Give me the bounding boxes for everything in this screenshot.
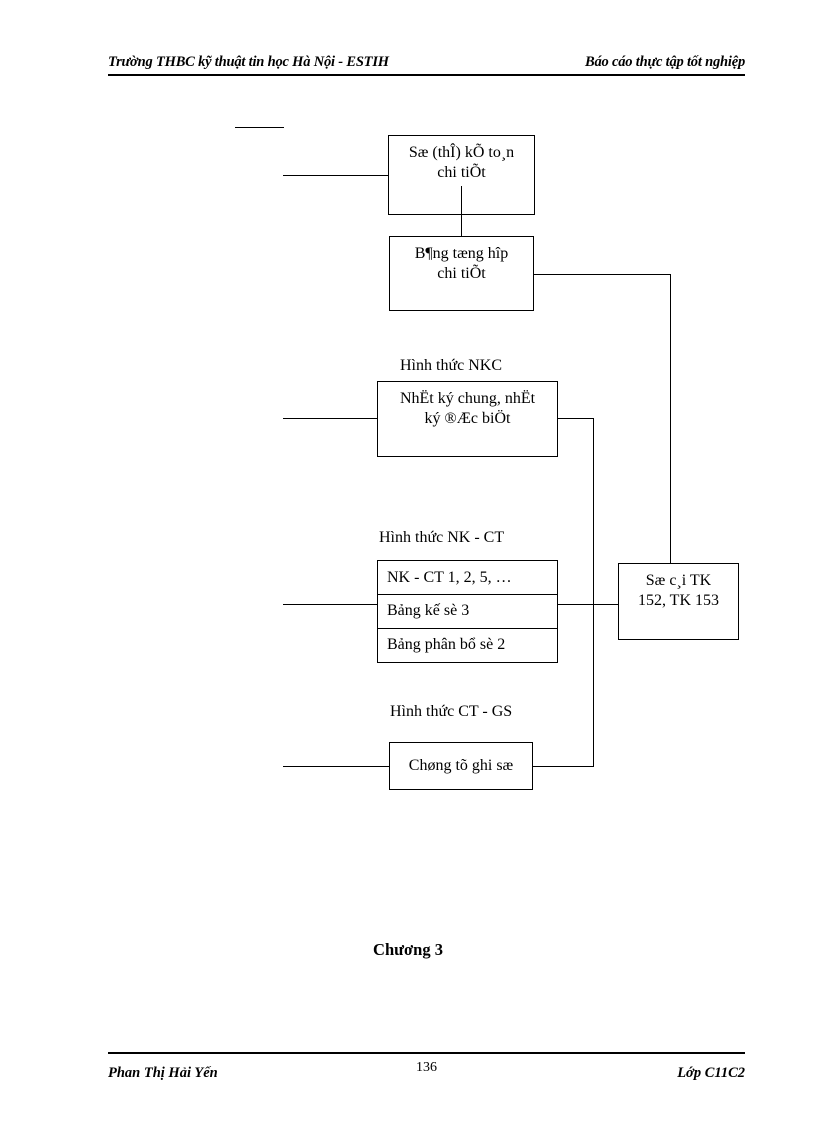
box-bang-tong-hop-chi-tiet: B¶ng tæng hîp chi tiÕt xyxy=(389,236,534,311)
connector-left-into-nk-ct-stack xyxy=(283,604,378,605)
connector-nk-ct-to-so-cai xyxy=(557,604,619,605)
nk-ct-row-1: NK - CT 1, 2, 5, … xyxy=(387,568,512,586)
footer-class: Lớp C11C2 xyxy=(677,1065,745,1081)
connector-chung-tu-ghi-so-right xyxy=(533,766,594,767)
connector-bang-tong-hop-down-to-so-cai xyxy=(670,274,671,564)
caption-hinh-thuc-nk-ct: Hình thức NK - CT xyxy=(379,529,505,546)
header-report-title: Báo cáo thực tập tốt nghiệp xyxy=(585,54,745,70)
chapter-heading: Chương 3 xyxy=(373,940,443,959)
connector-bang-tong-hop-right xyxy=(534,274,671,275)
caption-hinh-thuc-ct-gs: Hình thức CT - GS xyxy=(390,703,513,720)
nk-ct-row-2: Bảng kế sè 3 xyxy=(378,594,557,627)
box-nhat-ky-chung-line2: ký ®Æc biÖt xyxy=(424,409,511,427)
box-nhat-ky-chung: NhËt ký chung, nhËt ký ®Æc biÖt xyxy=(377,381,558,457)
box-nhat-ky-chung-line1: NhËt ký chung, nhËt xyxy=(399,390,536,407)
nk-ct-row-3: Bảng phân bổ sè 2 xyxy=(378,627,557,661)
connector-nhat-ky-chung-trunk-down xyxy=(593,418,594,766)
box-so-cai-line2: 152, TK 153 xyxy=(637,591,720,609)
connector-left-into-nhat-ky-chung xyxy=(283,418,378,419)
box-bang-tong-hop-line1: B¶ng tæng hîp xyxy=(414,245,509,262)
box-so-cai-line1: Sæ c¸i TK xyxy=(645,572,712,589)
header-school-name: Trường THBC kỹ thuật tin học Hà Nội - ES… xyxy=(108,54,389,70)
page-footer: Phan Thị Hải Yến 136 Lớp C11C2 xyxy=(108,1052,745,1088)
box-chung-tu-ghi-so-label: Chøng tõ ghi sæ xyxy=(408,757,514,775)
box-bang-tong-hop-line2: chi tiÕt xyxy=(437,264,486,282)
box-so-the-kho-line2: chi tiÕt xyxy=(437,163,486,181)
diagram-top-left-stub xyxy=(235,127,284,128)
box-so-the-kho-line1: Sæ (thÎ) kÕ to¸n xyxy=(408,144,515,161)
box-so-cai-tk: Sæ c¸i TK 152, TK 153 xyxy=(618,563,739,640)
page-header: Trường THBC kỹ thuật tin học Hà Nội - ES… xyxy=(108,44,745,76)
box-chung-tu-ghi-so: Chøng tõ ghi sæ xyxy=(389,742,533,790)
footer-author: Phan Thị Hải Yến xyxy=(108,1065,218,1081)
connector-so-the-kho-to-bang-tong-hop xyxy=(461,186,462,236)
footer-page-number: 136 xyxy=(416,1060,437,1075)
caption-hinh-thuc-nkc: Hình thức NKC xyxy=(400,357,502,374)
connector-nhat-ky-chung-right xyxy=(557,418,594,419)
box-nk-ct-stack: NK - CT 1, 2, 5, … Bảng kế sè 3 Bảng phâ… xyxy=(377,560,558,663)
connector-left-into-chung-tu-ghi-so xyxy=(283,766,390,767)
connector-left-into-so-the-kho xyxy=(283,175,389,176)
